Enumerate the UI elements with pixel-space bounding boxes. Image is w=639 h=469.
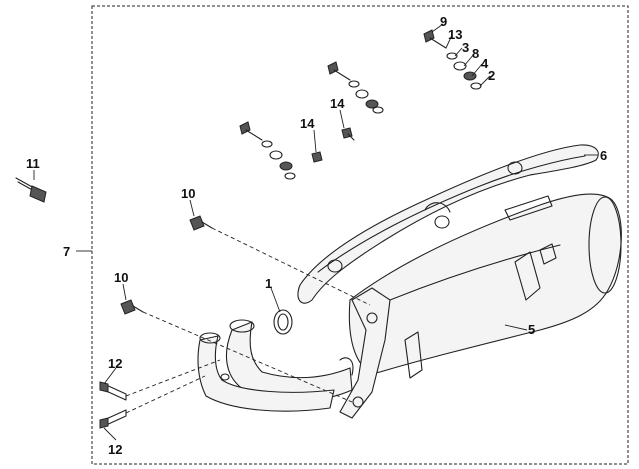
- callout-4: 4: [481, 56, 489, 71]
- callout-9: 9: [440, 14, 447, 29]
- bolt-stack-left: [239, 121, 296, 180]
- callout-12-lower: 12: [108, 442, 122, 457]
- leader-13: [445, 34, 453, 49]
- callout-12-upper: 12: [108, 356, 122, 371]
- assembly-line-lower-bolt: [142, 311, 353, 403]
- callout-10-lower: 10: [114, 270, 128, 285]
- leader-8: [463, 53, 475, 67]
- heat-shield: [297, 144, 599, 304]
- callout-2: 2: [488, 68, 495, 83]
- leader-14a: [313, 129, 317, 153]
- leader-4: [471, 63, 483, 77]
- small-bolt-14-right: [341, 127, 355, 141]
- leader-10a: [189, 199, 195, 217]
- bolt-10-upper: [189, 215, 213, 231]
- callout-11: 11: [26, 156, 40, 171]
- leader-12b: [103, 427, 117, 441]
- callout-14-right: 14: [330, 96, 345, 111]
- callout-10-upper: 10: [181, 186, 195, 201]
- o2-sensor: [15, 177, 47, 203]
- muffler-body: [348, 193, 622, 374]
- bolt-stack-right: [423, 29, 482, 90]
- gasket: [273, 309, 293, 335]
- stud-12-upper: [99, 381, 127, 401]
- assembly-line-stud-lower: [125, 375, 206, 414]
- callout-6: 6: [600, 148, 607, 163]
- assembly-line-stud-upper: [125, 359, 221, 397]
- callout-3: 3: [462, 40, 469, 55]
- callout-8: 8: [472, 46, 479, 61]
- bolt-10-lower: [120, 299, 144, 315]
- exhaust-pipe: [197, 319, 354, 412]
- mount-bracket: [339, 287, 423, 419]
- leader-9: [431, 23, 444, 33]
- callout-5: 5: [528, 322, 535, 337]
- stud-12-lower: [99, 409, 127, 429]
- leader-14b: [339, 109, 345, 129]
- callout-13: 13: [448, 27, 462, 42]
- leader-2: [479, 75, 491, 87]
- leader-5: [504, 324, 528, 331]
- assembly-frame: [91, 5, 629, 465]
- callout-7: 7: [63, 244, 70, 259]
- callout-14-left: 14: [300, 116, 315, 131]
- leader-12a: [103, 367, 117, 385]
- bolt-stack-middle: [327, 61, 384, 114]
- small-bolt-14-left: [311, 151, 323, 163]
- leader-10b: [122, 283, 127, 301]
- leader-3: [454, 47, 463, 57]
- leader-1: [270, 287, 281, 313]
- callout-1: 1: [265, 276, 272, 291]
- assembly-line-upper-bolt: [211, 227, 371, 306]
